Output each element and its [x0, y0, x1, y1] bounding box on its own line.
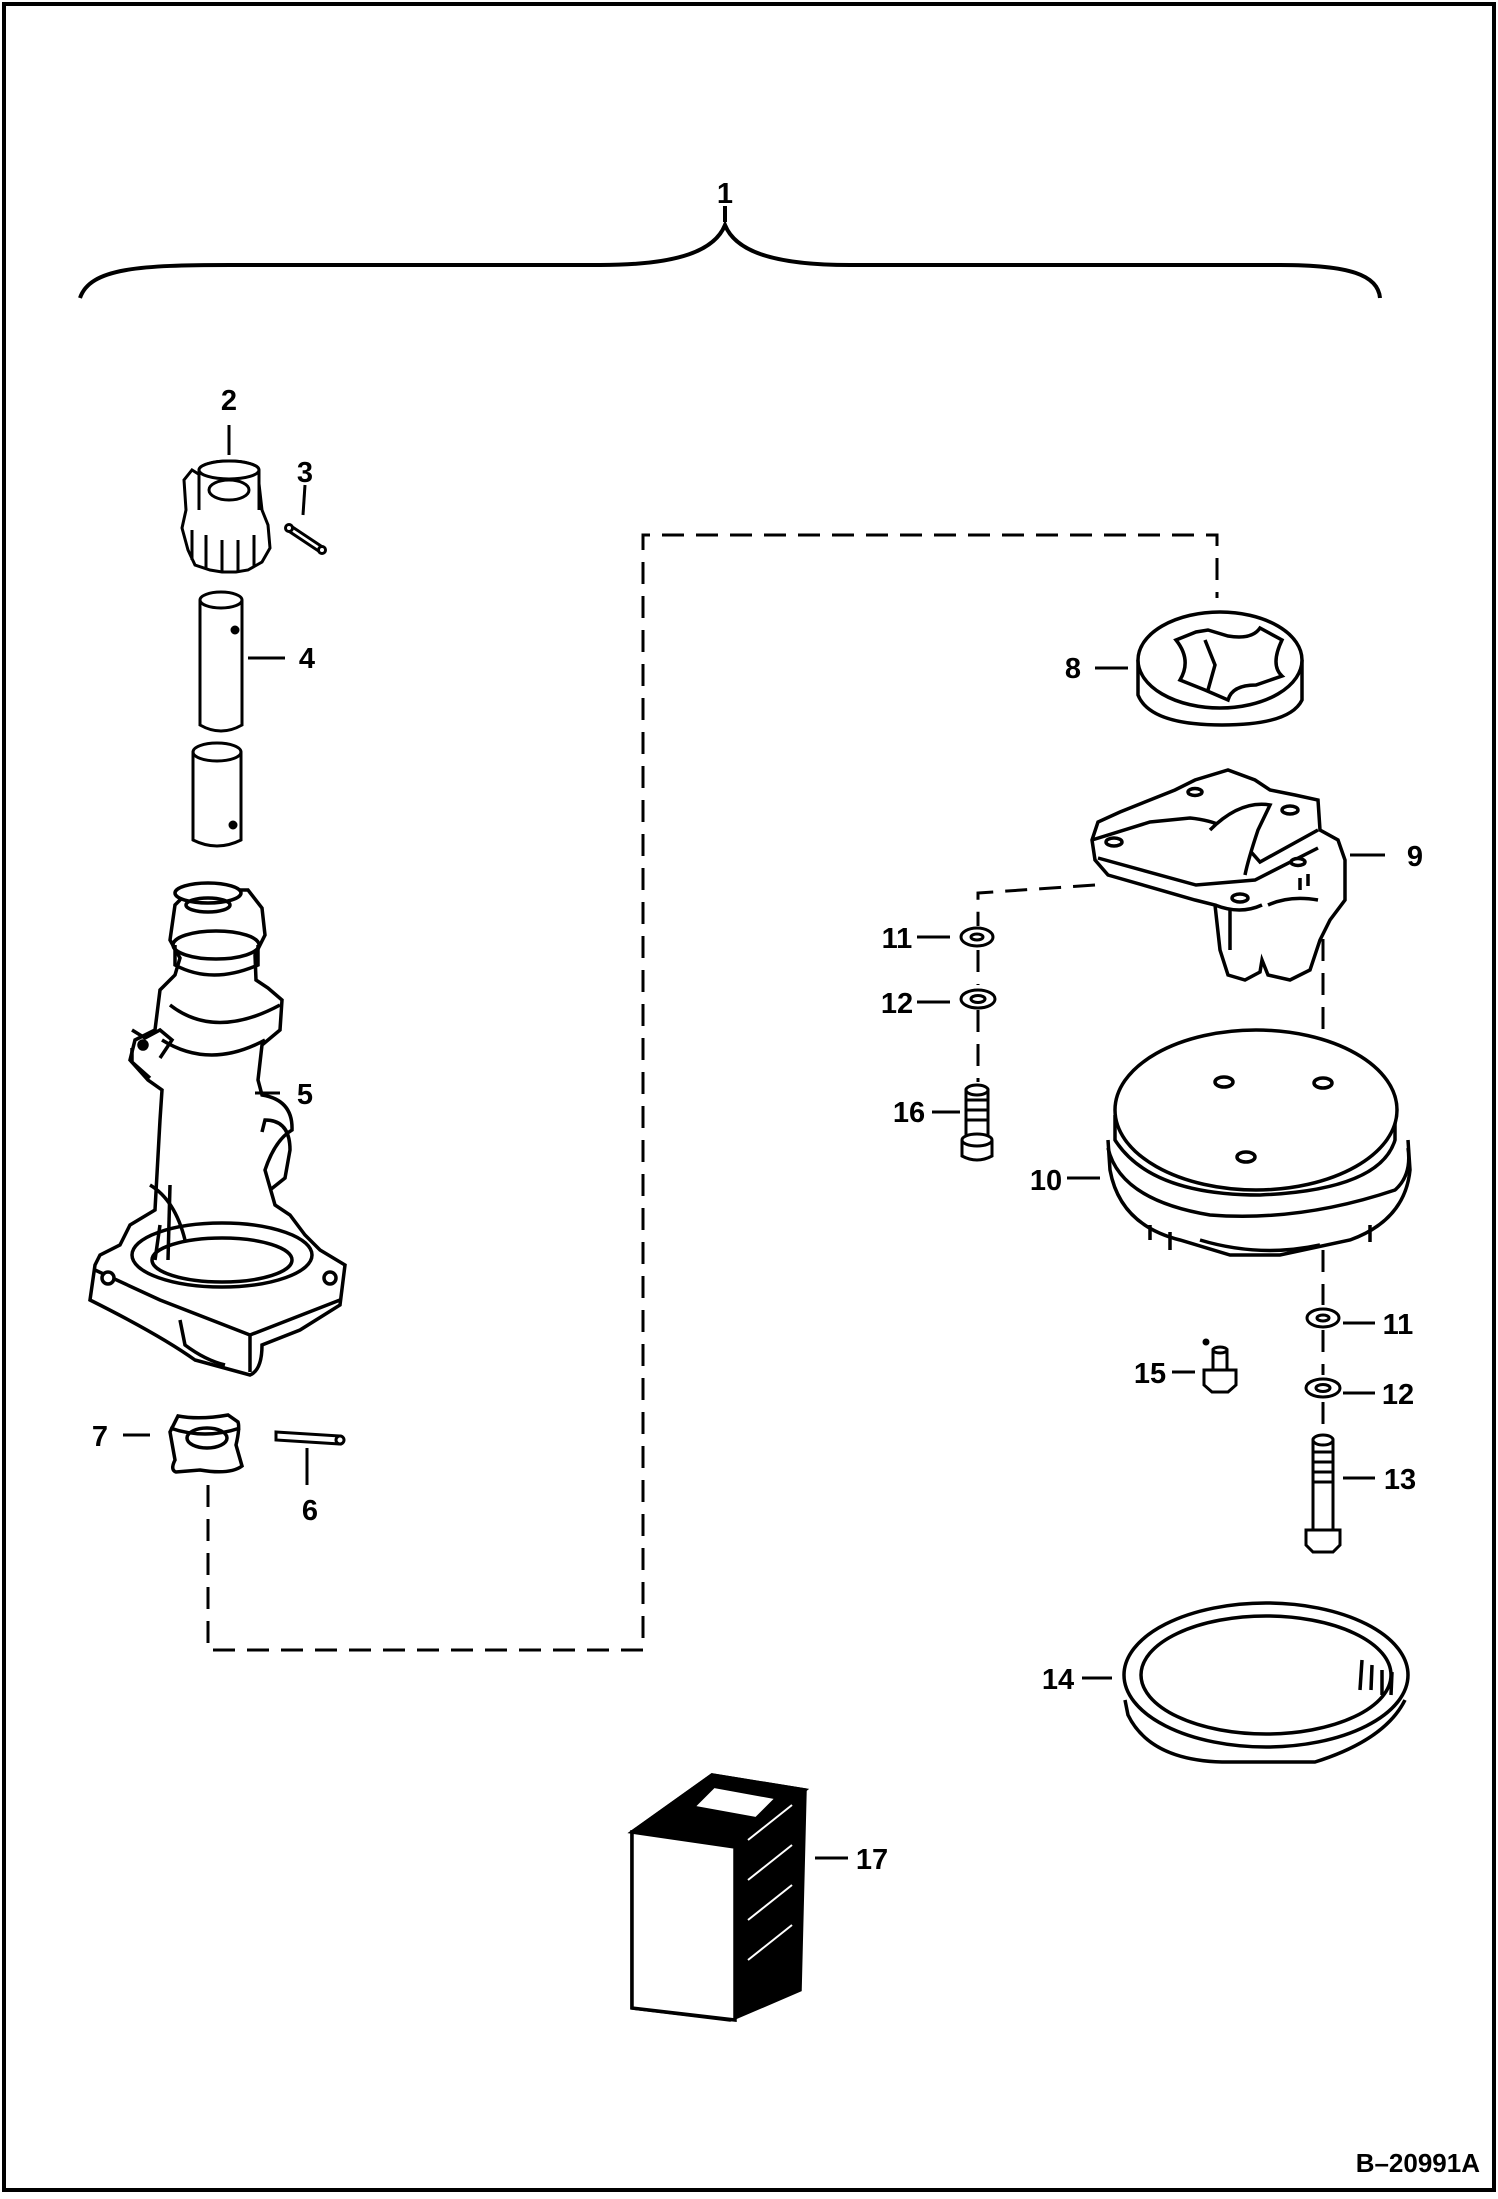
callout-2: 2	[221, 385, 237, 417]
lock-washer-part-12-top	[959, 988, 997, 1010]
gear-part-2	[180, 459, 272, 574]
callout-11-bottom: 11	[1383, 1309, 1414, 1341]
bolt-part-16	[960, 1083, 994, 1162]
callout-9: 9	[1407, 841, 1423, 873]
callout-17: 17	[856, 1844, 888, 1876]
callout-4: 4	[299, 643, 315, 675]
washer-part-11-bottom	[1305, 1307, 1341, 1329]
pin-part-3	[284, 523, 327, 555]
pump-cover-part-9	[1090, 768, 1347, 982]
pin-part-6	[274, 1430, 346, 1446]
housing-plate-part-10	[1106, 1028, 1412, 1257]
callout-1: 1	[717, 178, 733, 210]
bolt-part-13	[1304, 1433, 1342, 1554]
shaft-part-4	[191, 590, 244, 848]
callout-12-bottom: 12	[1382, 1379, 1414, 1411]
callout-8: 8	[1065, 653, 1081, 685]
callout-13: 13	[1384, 1464, 1416, 1496]
drawing-number: B–20991A	[1356, 2148, 1481, 2178]
callout-3: 3	[297, 457, 313, 489]
rotor-ring-part-8	[1136, 610, 1304, 727]
lock-washer-part-12-bottom	[1304, 1377, 1342, 1399]
gasket-part-14	[1122, 1601, 1410, 1764]
callout-leaders	[123, 425, 1385, 1860]
callout-labels: 1 2 3 4 5 6 7 8 9 10 11 12 11 12 13 14 1…	[92, 178, 1423, 1876]
callout-14: 14	[1042, 1664, 1074, 1696]
filter-box-part-17	[627, 1773, 810, 2022]
pump-body-part-5	[88, 881, 347, 1377]
callout-16: 16	[893, 1097, 925, 1129]
callout-12-top: 12	[881, 988, 913, 1020]
callout-15: 15	[1134, 1358, 1166, 1390]
plug-part-15	[1202, 1338, 1238, 1394]
callout-10: 10	[1030, 1165, 1062, 1197]
callout-5: 5	[297, 1079, 313, 1111]
callout-6: 6	[302, 1495, 318, 1527]
callout-7: 7	[92, 1421, 108, 1453]
rotor-part-7	[168, 1413, 245, 1474]
washer-part-11-top	[959, 926, 995, 948]
callout-11-top: 11	[882, 923, 913, 955]
assembly-brace	[78, 219, 1382, 299]
